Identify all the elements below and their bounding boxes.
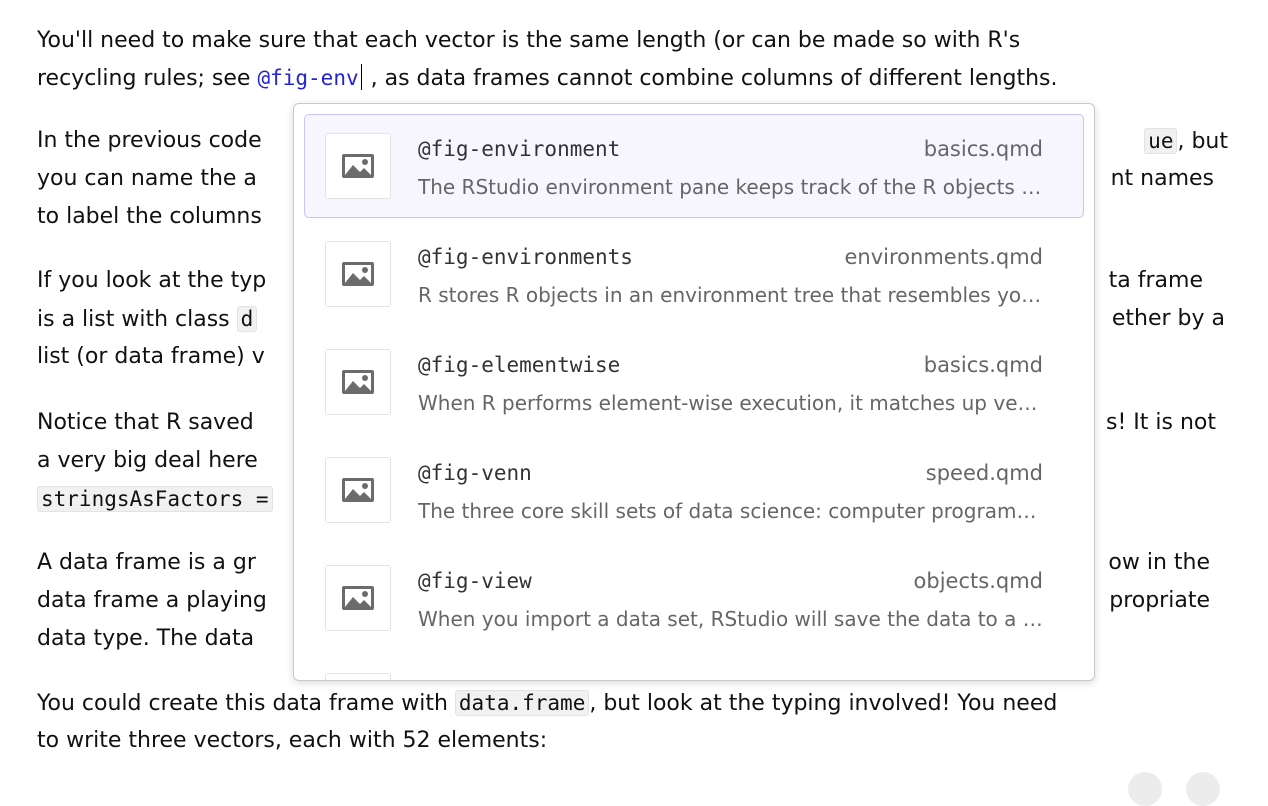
- autocomplete-item[interactable]: [304, 654, 1084, 680]
- item-label: @fig-environments: [418, 245, 633, 269]
- text-line: propriate: [1109, 588, 1210, 613]
- item-description: When you import a data set, RStudio will…: [418, 607, 1048, 631]
- text-line: In the previous code: [37, 128, 262, 153]
- text: , but: [1177, 129, 1228, 154]
- text-line: You could create this data frame with da…: [37, 688, 1057, 719]
- text: , but look at the typing involved! You n…: [589, 691, 1058, 716]
- item-file: basics.qmd: [923, 353, 1043, 377]
- autocomplete-item[interactable]: @fig-environments environments.qmd R store…: [304, 222, 1084, 326]
- text-cursor: [360, 64, 362, 90]
- item-file: environments.qmd: [844, 245, 1043, 269]
- item-description: When R performs element-wise execution, …: [418, 391, 1048, 415]
- text: You could create this data frame with: [37, 691, 455, 716]
- image-icon: [325, 133, 391, 199]
- item-description: The three core skill sets of data scienc…: [418, 499, 1048, 523]
- text-line: If you look at the typ: [37, 268, 267, 293]
- text-line: A data frame is a gr: [37, 550, 256, 575]
- text-line: s! It is not: [1106, 410, 1216, 435]
- text-line: nt names: [1110, 166, 1214, 191]
- image-icon: [325, 349, 391, 415]
- inline-code: ue: [1144, 128, 1178, 154]
- text-line: to label the columns: [37, 204, 262, 229]
- item-label: @fig-elementwise: [418, 353, 621, 377]
- run-chunk-button[interactable]: [1186, 772, 1220, 806]
- item-file: basics.qmd: [923, 137, 1043, 161]
- text-line: a very big deal here: [37, 448, 258, 473]
- item-file: speed.qmd: [925, 461, 1043, 485]
- item-label: @fig-venn: [418, 461, 532, 485]
- text-line: ue, but: [1144, 126, 1228, 157]
- item-label: @fig-view: [418, 569, 532, 593]
- text-line: is a list with class d: [37, 304, 258, 335]
- text-line: data frame a playing: [37, 588, 267, 613]
- text-line: you can name the a: [37, 166, 257, 191]
- item-file: objects.qmd: [913, 569, 1043, 593]
- text-line: to write three vectors, each with 52 ele…: [37, 728, 548, 753]
- chunk-options-button[interactable]: [1128, 772, 1162, 806]
- text: recycling rules; see: [37, 66, 258, 91]
- image-icon: [325, 565, 391, 631]
- image-icon: [325, 241, 391, 307]
- text-line: Notice that R saved: [37, 410, 254, 435]
- item-label: @fig-environment: [418, 137, 621, 161]
- inline-code: d: [236, 306, 258, 332]
- image-icon: [325, 457, 391, 523]
- item-description: The RStudio environment pane keeps track…: [418, 175, 1048, 199]
- text-line: recycling rules; see @fig-env , as data …: [37, 63, 1058, 94]
- text: , as data frames cannot combine columns …: [363, 66, 1058, 91]
- text-line: ow in the: [1108, 550, 1210, 575]
- inline-code: data.frame: [454, 690, 590, 716]
- text-line: data type. The data: [37, 626, 255, 651]
- text-line: list (or data frame) v: [37, 344, 265, 369]
- text-line: ether by a: [1111, 306, 1225, 331]
- text: is a list with class: [37, 307, 237, 332]
- image-icon: [325, 673, 391, 680]
- inline-code: stringsAsFactors =: [37, 486, 273, 512]
- text-line: stringsAsFactors =: [37, 484, 273, 515]
- item-description: R stores R objects in an environment tre…: [418, 283, 1048, 307]
- text-line: ta frame: [1108, 268, 1203, 293]
- text-line: You'll need to make sure that each vecto…: [37, 28, 1021, 53]
- cross-reference-link[interactable]: @fig-env: [257, 66, 359, 90]
